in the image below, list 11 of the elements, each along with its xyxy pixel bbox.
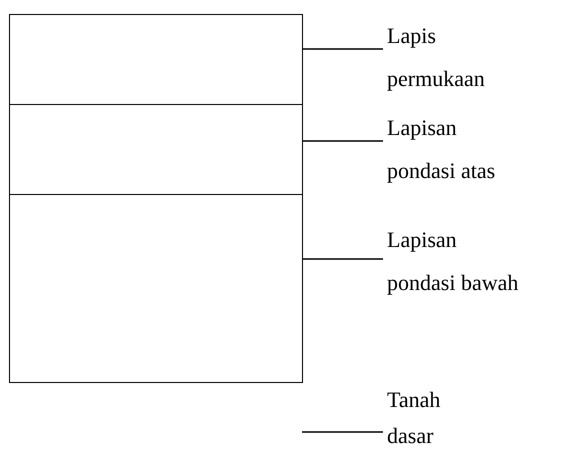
- leader-line: [303, 48, 383, 50]
- layer-box: [9, 104, 303, 195]
- layer-box: [9, 14, 303, 105]
- layer-label: Lapis permukaan: [387, 14, 527, 100]
- leader-line: [303, 140, 383, 142]
- leader-line: [302, 431, 383, 433]
- layer-box: [9, 194, 303, 383]
- leader-line: [303, 258, 383, 260]
- layer-label: Lapisan pondasi atas: [387, 106, 527, 192]
- layer-label: Tanah dasar: [387, 382, 467, 454]
- layer-label: Lapisan pondasi bawah: [387, 218, 527, 304]
